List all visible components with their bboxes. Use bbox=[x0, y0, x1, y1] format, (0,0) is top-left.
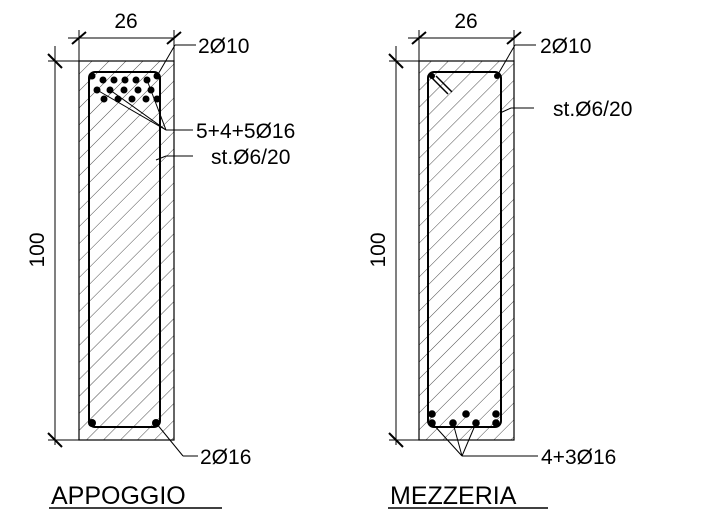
height-dim-label: 100 bbox=[26, 232, 49, 267]
concrete-outline bbox=[418, 60, 515, 441]
width-dimension: 26 bbox=[68, 10, 182, 62]
width-dim-label: 26 bbox=[454, 10, 477, 33]
stirrups-label: st.Ø6/20 bbox=[211, 146, 290, 169]
section-mezzeria: 26 100 2Ø10 bbox=[367, 10, 632, 510]
width-dimension: 26 bbox=[408, 10, 522, 62]
stirrup-hook bbox=[435, 75, 453, 93]
stirrup-hook bbox=[431, 77, 449, 95]
section-title: MEZZERIA bbox=[390, 482, 517, 510]
top-bars-label: 2Ø10 bbox=[198, 35, 249, 58]
top-bars-label: 2Ø10 bbox=[540, 35, 591, 58]
height-dimension: 100 bbox=[367, 46, 420, 448]
bottom-bars-label: 4+3Ø16 bbox=[541, 446, 616, 469]
concrete-outline bbox=[78, 60, 175, 441]
height-dimension: 100 bbox=[26, 46, 80, 448]
section-appoggio: 26 100 bbox=[26, 10, 295, 510]
bottom-bars-label: 2Ø16 bbox=[200, 446, 251, 469]
concrete-hatch bbox=[419, 61, 514, 440]
main-bars-label: 5+4+5Ø16 bbox=[196, 120, 295, 143]
height-dim-label: 100 bbox=[367, 232, 390, 267]
section-title: APPOGGIO bbox=[51, 482, 186, 510]
stirrup bbox=[88, 71, 161, 428]
width-dim-label: 26 bbox=[114, 10, 137, 33]
stirrup bbox=[427, 71, 502, 428]
stirrups-label: st.Ø6/20 bbox=[553, 98, 632, 121]
